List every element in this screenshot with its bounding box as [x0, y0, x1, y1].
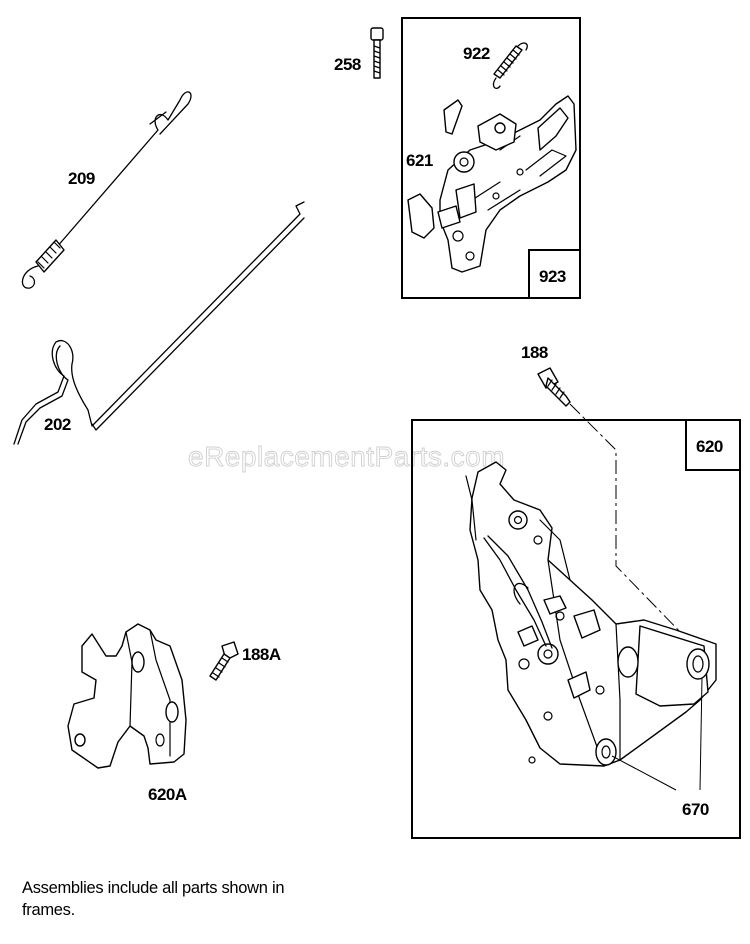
part-188a-screw[interactable]: [209, 641, 239, 681]
label-923: 923: [539, 267, 566, 286]
label-621: 621: [406, 151, 433, 170]
label-188: 188: [521, 343, 548, 362]
label-670: 670: [682, 800, 709, 819]
assembly-frame-620: [411, 419, 741, 839]
label-188a: 188A: [242, 645, 281, 664]
label-209: 209: [68, 169, 95, 188]
label-620a: 620A: [148, 785, 187, 804]
watermark: eReplacementParts.com: [188, 441, 505, 472]
alignment-line: [569, 403, 689, 641]
part-209-spring-link[interactable]: [21, 91, 192, 289]
assembly-frame-923: [401, 17, 581, 299]
part-620a-bracket[interactable]: [67, 623, 187, 769]
part-188-screw[interactable]: [537, 367, 571, 407]
part-621-control-bracket[interactable]: [407, 95, 577, 273]
part-922-spring[interactable]: [492, 42, 528, 90]
label-202: 202: [44, 415, 71, 434]
leader-670: [611, 755, 677, 791]
label-620: 620: [696, 437, 723, 456]
part-202-governor-link[interactable]: [13, 201, 305, 445]
footnote: Assemblies include all parts shown in fr…: [22, 879, 285, 919]
leader-670-b: [699, 677, 703, 791]
part-258-screw[interactable]: [370, 27, 384, 79]
part-620-control-plate[interactable]: [465, 461, 717, 767]
label-258: 258: [334, 55, 361, 74]
label-922: 922: [463, 44, 490, 63]
